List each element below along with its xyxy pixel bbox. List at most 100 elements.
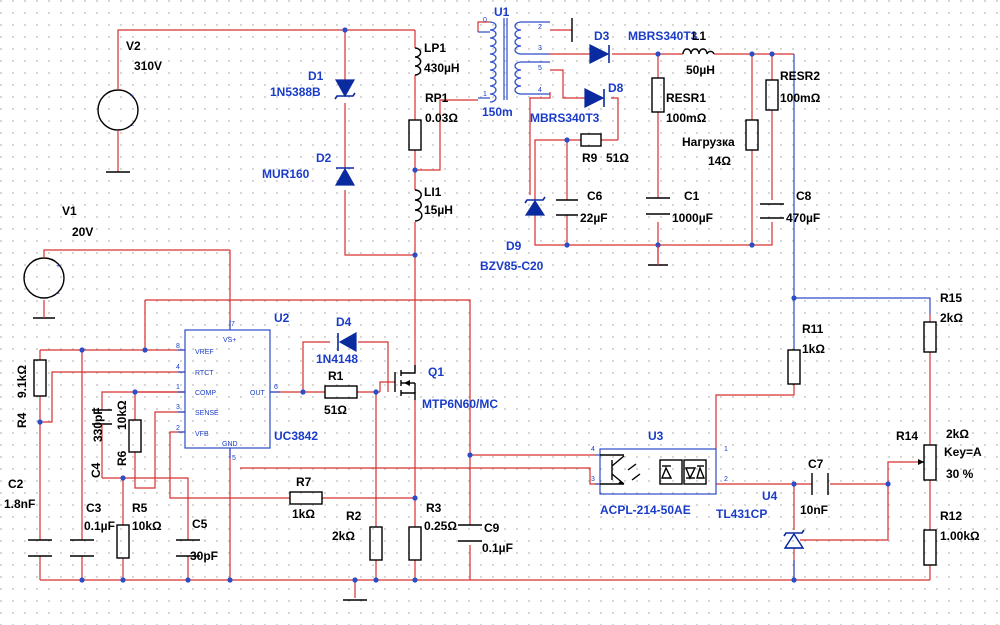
resr2-value: 100mΩ [780, 91, 821, 105]
r5-value: 10kΩ [132, 519, 162, 533]
c2-ref: C2 [8, 477, 24, 491]
u4-ref: U4 [762, 489, 778, 503]
li1-value: 15µH [424, 203, 453, 217]
u3-pin-4: 4 [591, 446, 595, 453]
u1-ref: U1 [494, 5, 510, 19]
d2-ref: D2 [316, 151, 332, 165]
capacitor-c7[interactable]: C7 10nF [800, 457, 829, 517]
capacitor-c9[interactable]: C9 0.1µF [458, 521, 513, 555]
li1-ref: LI1 [424, 185, 442, 199]
ic-u2[interactable]: VS+ VREF RTCT COMP SENSE VFB GND OUT 7 8… [176, 311, 318, 462]
l1-ref: L1 [692, 29, 706, 43]
resistor-r5[interactable]: R5 10kΩ [116, 501, 162, 559]
resistor-r2[interactable]: R2 2kΩ [332, 509, 383, 561]
resistor-r1[interactable]: R1 51Ω [324, 369, 358, 417]
r9-ref: R9 [582, 151, 598, 165]
diode-d1[interactable]: D1 1N5388B [270, 69, 356, 100]
q1-ref: Q1 [428, 365, 444, 379]
d2-part: MUR160 [262, 167, 310, 181]
c1-ref: C1 [684, 189, 700, 203]
r7-ref: R7 [296, 475, 312, 489]
c6-value: 22µF [580, 211, 608, 225]
diode-d4[interactable]: D4 1N4148 [316, 315, 358, 366]
u4-part: TL431CP [716, 507, 767, 521]
u2-pinnum-vfb: 2 [176, 425, 180, 432]
l1-value: 50µH [686, 63, 715, 77]
u3-pin-2: 2 [724, 476, 728, 483]
u1-pin-4: 4 [538, 87, 542, 94]
voltage-source-v1[interactable]: + − V1 20V [23, 204, 93, 299]
resistor-r11[interactable]: R11 1kΩ [787, 322, 825, 385]
capacitor-c6[interactable]: C6 22µF [556, 189, 608, 225]
r12-value: 1.00kΩ [940, 529, 980, 543]
optocoupler-u3[interactable]: 4 3 1 2 U3 ACPL-214-50AE [591, 429, 728, 517]
resistor-r6[interactable]: 10kΩ R6 [115, 400, 142, 466]
diode-d8[interactable]: D8 MBRS340T3 [530, 81, 624, 125]
u3-part: ACPL-214-50AE [600, 503, 691, 517]
r14-key: Key=A [944, 445, 982, 459]
d4-part: 1N4148 [316, 352, 358, 366]
load-ref: Нагрузка [682, 135, 735, 149]
potentiometer-r14[interactable]: R14 2kΩ Key=A 30 % [896, 427, 982, 481]
svg-text:+: + [56, 263, 60, 270]
v2-ref: V2 [126, 39, 141, 53]
resistor-r4[interactable]: 9.1kΩ R4 [15, 359, 47, 428]
inductor-l1[interactable]: L1 50µH [682, 29, 715, 77]
v2-value: 310V [134, 59, 162, 73]
resistor-r15[interactable]: R15 2kΩ [923, 291, 963, 353]
inductor-li1[interactable]: LI1 15µH [414, 185, 453, 222]
r14-value: 2kΩ [946, 427, 969, 441]
c2-value: 1.8nF [4, 497, 35, 511]
c3-value: 0.1µF [84, 519, 115, 533]
d9-part: BZV85-C20 [480, 259, 544, 273]
diode-d9[interactable]: D9 BZV85-C20 [480, 196, 546, 273]
u2-pin-out: OUT [250, 390, 266, 397]
u2-pin-comp: COMP [195, 390, 216, 397]
c3-ref: C3 [86, 501, 102, 515]
u2-pin-vfb: VFB [195, 431, 209, 438]
inductor-lp1[interactable]: LP1 430µH [414, 41, 460, 76]
u2-pinnum-vref: 8 [176, 343, 180, 350]
resistor-resr2[interactable]: RESR2 100mΩ [765, 69, 821, 111]
capacitor-c2[interactable]: C2 1.8nF [4, 477, 52, 557]
capacitor-c5[interactable]: C5 30pF [176, 517, 218, 563]
diode-d2[interactable]: D2 MUR160 [262, 151, 356, 186]
resr2-ref: RESR2 [780, 69, 820, 83]
diode-d3[interactable]: D3 MBRS340T3 [589, 29, 698, 64]
c9-value: 0.1µF [482, 541, 513, 555]
u1-value: 150m [482, 105, 513, 119]
r4-ref: R4 [15, 412, 29, 428]
ground-output [648, 245, 668, 266]
u1-pin-2: 2 [538, 24, 542, 31]
d1-ref: D1 [308, 69, 324, 83]
mosfet-q1[interactable]: Q1 MTP6N60/MC [394, 365, 498, 411]
capacitor-c3[interactable]: C3 0.1µF [70, 501, 115, 557]
capacitor-c8[interactable]: C8 470µF [760, 189, 820, 225]
resistor-r12[interactable]: R12 1.00kΩ [923, 509, 980, 566]
r5-ref: R5 [132, 501, 148, 515]
resistor-rp1[interactable]: RP1 0.03Ω [408, 91, 458, 151]
resistor-r7[interactable]: R7 1kΩ [289, 475, 323, 521]
q1-part: MTP6N60/MC [422, 397, 498, 411]
d1-part: 1N5388B [270, 85, 321, 99]
d3-ref: D3 [594, 29, 610, 43]
lp1-ref: LP1 [424, 41, 446, 55]
transformer-u1[interactable]: 0 1 2 3 5 4 U1 150m [478, 5, 550, 119]
resistor-resr1[interactable]: RESR1 100mΩ [651, 77, 707, 125]
c4-value: 330pF [91, 407, 105, 442]
resistor-load[interactable]: Нагрузка 14Ω [682, 119, 759, 168]
u1-pin-0: 0 [483, 17, 487, 24]
resistor-r3[interactable]: R3 0.25Ω [408, 501, 457, 561]
u3-pin-1: 1 [724, 446, 728, 453]
resistor-r9[interactable]: R9 51Ω [580, 133, 629, 165]
v1-value: 20V [72, 225, 93, 239]
shunt-regulator-u4[interactable]: U4 TL431CP [716, 489, 805, 549]
r14-ref: R14 [896, 429, 918, 443]
ground-symbols [33, 18, 668, 601]
capacitor-c1[interactable]: C1 1000µF [646, 189, 713, 225]
capacitor-c4[interactable]: 330pF C4 [89, 407, 112, 478]
r6-value: 10kΩ [115, 400, 129, 430]
d8-ref: D8 [608, 81, 624, 95]
junction-dots [37, 27, 891, 583]
u2-pin-vref: VREF [195, 349, 214, 356]
